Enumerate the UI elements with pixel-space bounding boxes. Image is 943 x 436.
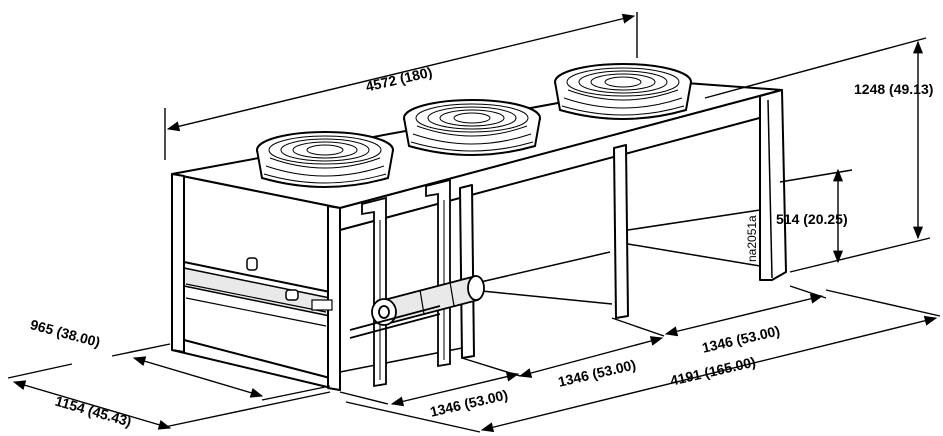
dim-overall-length-bottom: 4191 (165.00) <box>669 354 758 389</box>
fan-right <box>554 63 692 120</box>
dimension-lines <box>7 12 941 433</box>
drawing-reference-code: na2051a <box>745 215 759 262</box>
dim-depth-outer: 1154 (45.43) <box>53 393 133 430</box>
dim-leg-spacing-bottom: 1346 (53.00) <box>428 386 509 419</box>
bracket-left <box>361 196 387 388</box>
unit-mid-post <box>613 144 629 319</box>
fan-middle <box>403 99 541 156</box>
dim-depth-inner: 965 (38.00) <box>29 316 102 350</box>
unit-front-post <box>327 205 341 391</box>
dim-leg-spacing-middle: 1346 (53.00) <box>556 356 637 389</box>
dim-leg-height: 514 (20.25) <box>776 211 848 227</box>
unit-mid-post-2 <box>459 184 475 359</box>
bracket-right <box>425 178 451 368</box>
dim-overall-length-top: 4572 (180) <box>364 64 434 95</box>
unit-left-post <box>171 173 185 353</box>
dim-overall-height: 1248 (49.13) <box>854 81 933 97</box>
dim-leg-spacing-right: 1346 (53.00) <box>700 322 781 355</box>
header-assembly <box>311 178 485 388</box>
unit-right-end-frame <box>759 89 787 281</box>
fan-left <box>256 131 394 188</box>
